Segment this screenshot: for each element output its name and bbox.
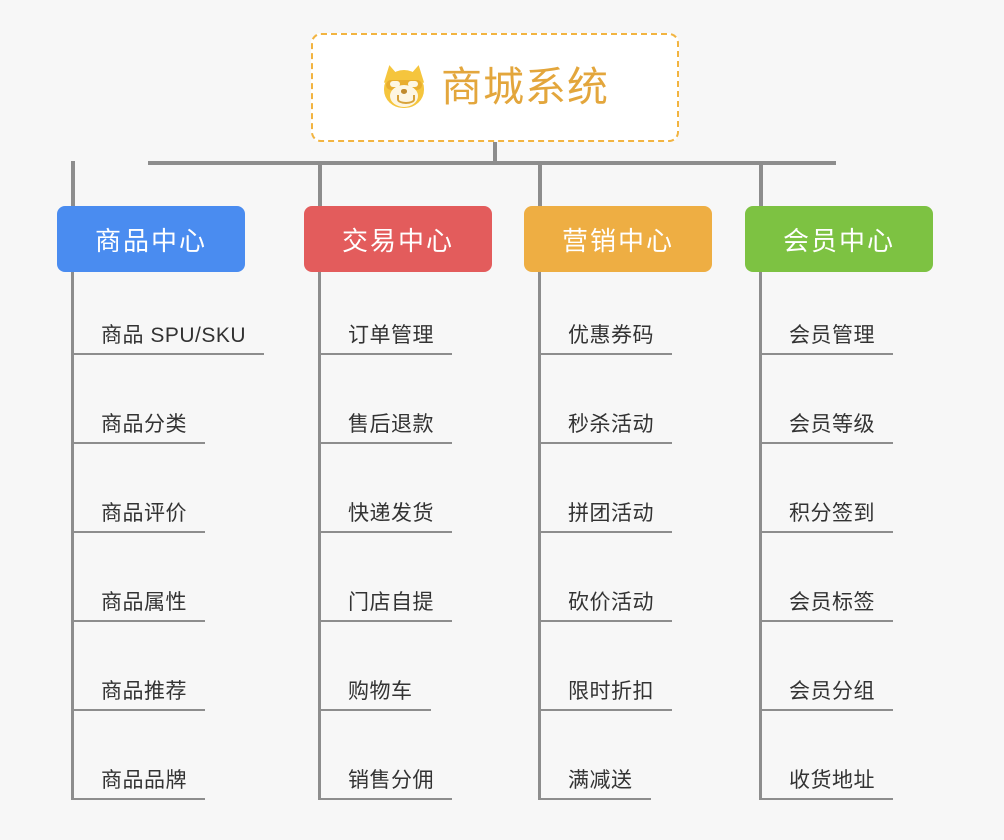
branch-header-4[interactable]: 会员中心 <box>745 206 933 272</box>
connector-drop-3 <box>538 161 542 207</box>
leaf-label: 优惠券码 <box>568 323 654 347</box>
leaf-label: 砍价活动 <box>568 590 654 614</box>
leaf-label: 收货地址 <box>789 768 875 792</box>
branch-column-4: 会员中心会员管理会员等级积分签到会员标签会员分组收货地址 <box>745 206 933 800</box>
leaf-label: 限时折扣 <box>568 679 654 703</box>
leaf-underline: 拼团活动 <box>538 502 672 533</box>
branch-column-1: 商品中心商品 SPU/SKU 商品分类商品评价商品属性商品推荐商品品牌 <box>57 206 265 800</box>
leaf-underline: 会员管理 <box>759 324 893 355</box>
leaf-underline: 收货地址 <box>759 769 893 800</box>
leaf-underline: 满减送 <box>538 769 651 800</box>
branch-header-label: 交易中心 <box>341 225 454 256</box>
leaf-label: 会员标签 <box>789 590 875 614</box>
leaf-underline: 订单管理 <box>318 324 452 355</box>
leaf-label: 秒杀活动 <box>568 412 654 436</box>
branch-header-2[interactable]: 交易中心 <box>304 206 492 272</box>
branch-column-3: 营销中心优惠券码秒杀活动拼团活动砍价活动限时折扣满减送 <box>524 206 712 800</box>
connector-drop-4 <box>759 161 763 207</box>
branch-header-label: 商品中心 <box>94 225 207 256</box>
leaf-label: 商品品牌 <box>101 768 187 792</box>
connector-horizontal-bus <box>148 161 836 165</box>
leaf-label: 商品分类 <box>101 412 187 436</box>
leaf-label: 快递发货 <box>348 501 434 525</box>
leaf-underline: 会员标签 <box>759 591 893 622</box>
leaf-label: 门店自提 <box>348 590 434 614</box>
leaf-underline: 购物车 <box>318 680 431 711</box>
leaf-label: 订单管理 <box>348 323 434 347</box>
leaf-underline: 积分签到 <box>759 502 893 533</box>
leaf-underline: 销售分佣 <box>318 769 452 800</box>
leaf-underline: 砍价活动 <box>538 591 672 622</box>
leaf-label: 售后退款 <box>348 412 434 436</box>
branch-spine-1 <box>71 272 74 800</box>
branch-spine-3 <box>538 272 541 800</box>
branch-column-2: 交易中心订单管理售后退款快递发货门店自提购物车销售分佣 <box>304 206 492 800</box>
leaf-label: 商品属性 <box>101 590 187 614</box>
branch-spine-2 <box>318 272 321 800</box>
connector-drop-2 <box>318 161 322 207</box>
leaf-underline: 商品评价 <box>71 502 205 533</box>
leaf-underline: 会员分组 <box>759 680 893 711</box>
connector-root-stem <box>493 142 497 164</box>
leaf-underline: 商品推荐 <box>71 680 205 711</box>
branch-header-label: 会员中心 <box>782 225 895 256</box>
leaf-underline: 商品品牌 <box>71 769 205 800</box>
leaf-label: 会员管理 <box>789 323 875 347</box>
leaf-label: 满减送 <box>568 768 633 792</box>
leaf-underline: 售后退款 <box>318 413 452 444</box>
branch-header-3[interactable]: 营销中心 <box>524 206 712 272</box>
leaf-label: 拼团活动 <box>568 501 654 525</box>
leaf-underline: 秒杀活动 <box>538 413 672 444</box>
leaf-label: 积分签到 <box>789 501 875 525</box>
root-title: 商城系统 <box>441 64 609 110</box>
leaf-label: 会员分组 <box>789 679 875 703</box>
leaf-underline: 限时折扣 <box>538 680 672 711</box>
leaf-underline: 优惠券码 <box>538 324 672 355</box>
leaf-underline: 快递发货 <box>318 502 452 533</box>
leaf-underline: 商品分类 <box>71 413 205 444</box>
leaf-label: 商品评价 <box>101 501 187 525</box>
shiba-dog-face-icon <box>380 62 428 111</box>
leaf-underline: 门店自提 <box>318 591 452 622</box>
leaf-label: 购物车 <box>348 679 413 703</box>
root-node[interactable]: 商城系统 <box>311 33 679 142</box>
leaf-underline: 商品 SPU/SKU <box>71 323 265 355</box>
branch-header-1[interactable]: 商品中心 <box>57 206 245 272</box>
branch-header-label: 营销中心 <box>561 225 674 256</box>
leaf-label: 会员等级 <box>789 412 875 436</box>
leaf-underline: 会员等级 <box>759 413 893 444</box>
leaf-label: 商品推荐 <box>101 679 187 703</box>
connector-drop-1 <box>71 161 75 207</box>
leaf-label: 商品 SPU/SKU <box>101 323 247 347</box>
leaf-underline: 商品属性 <box>71 591 205 622</box>
branch-spine-4 <box>759 272 762 800</box>
leaf-label: 销售分佣 <box>348 768 434 792</box>
